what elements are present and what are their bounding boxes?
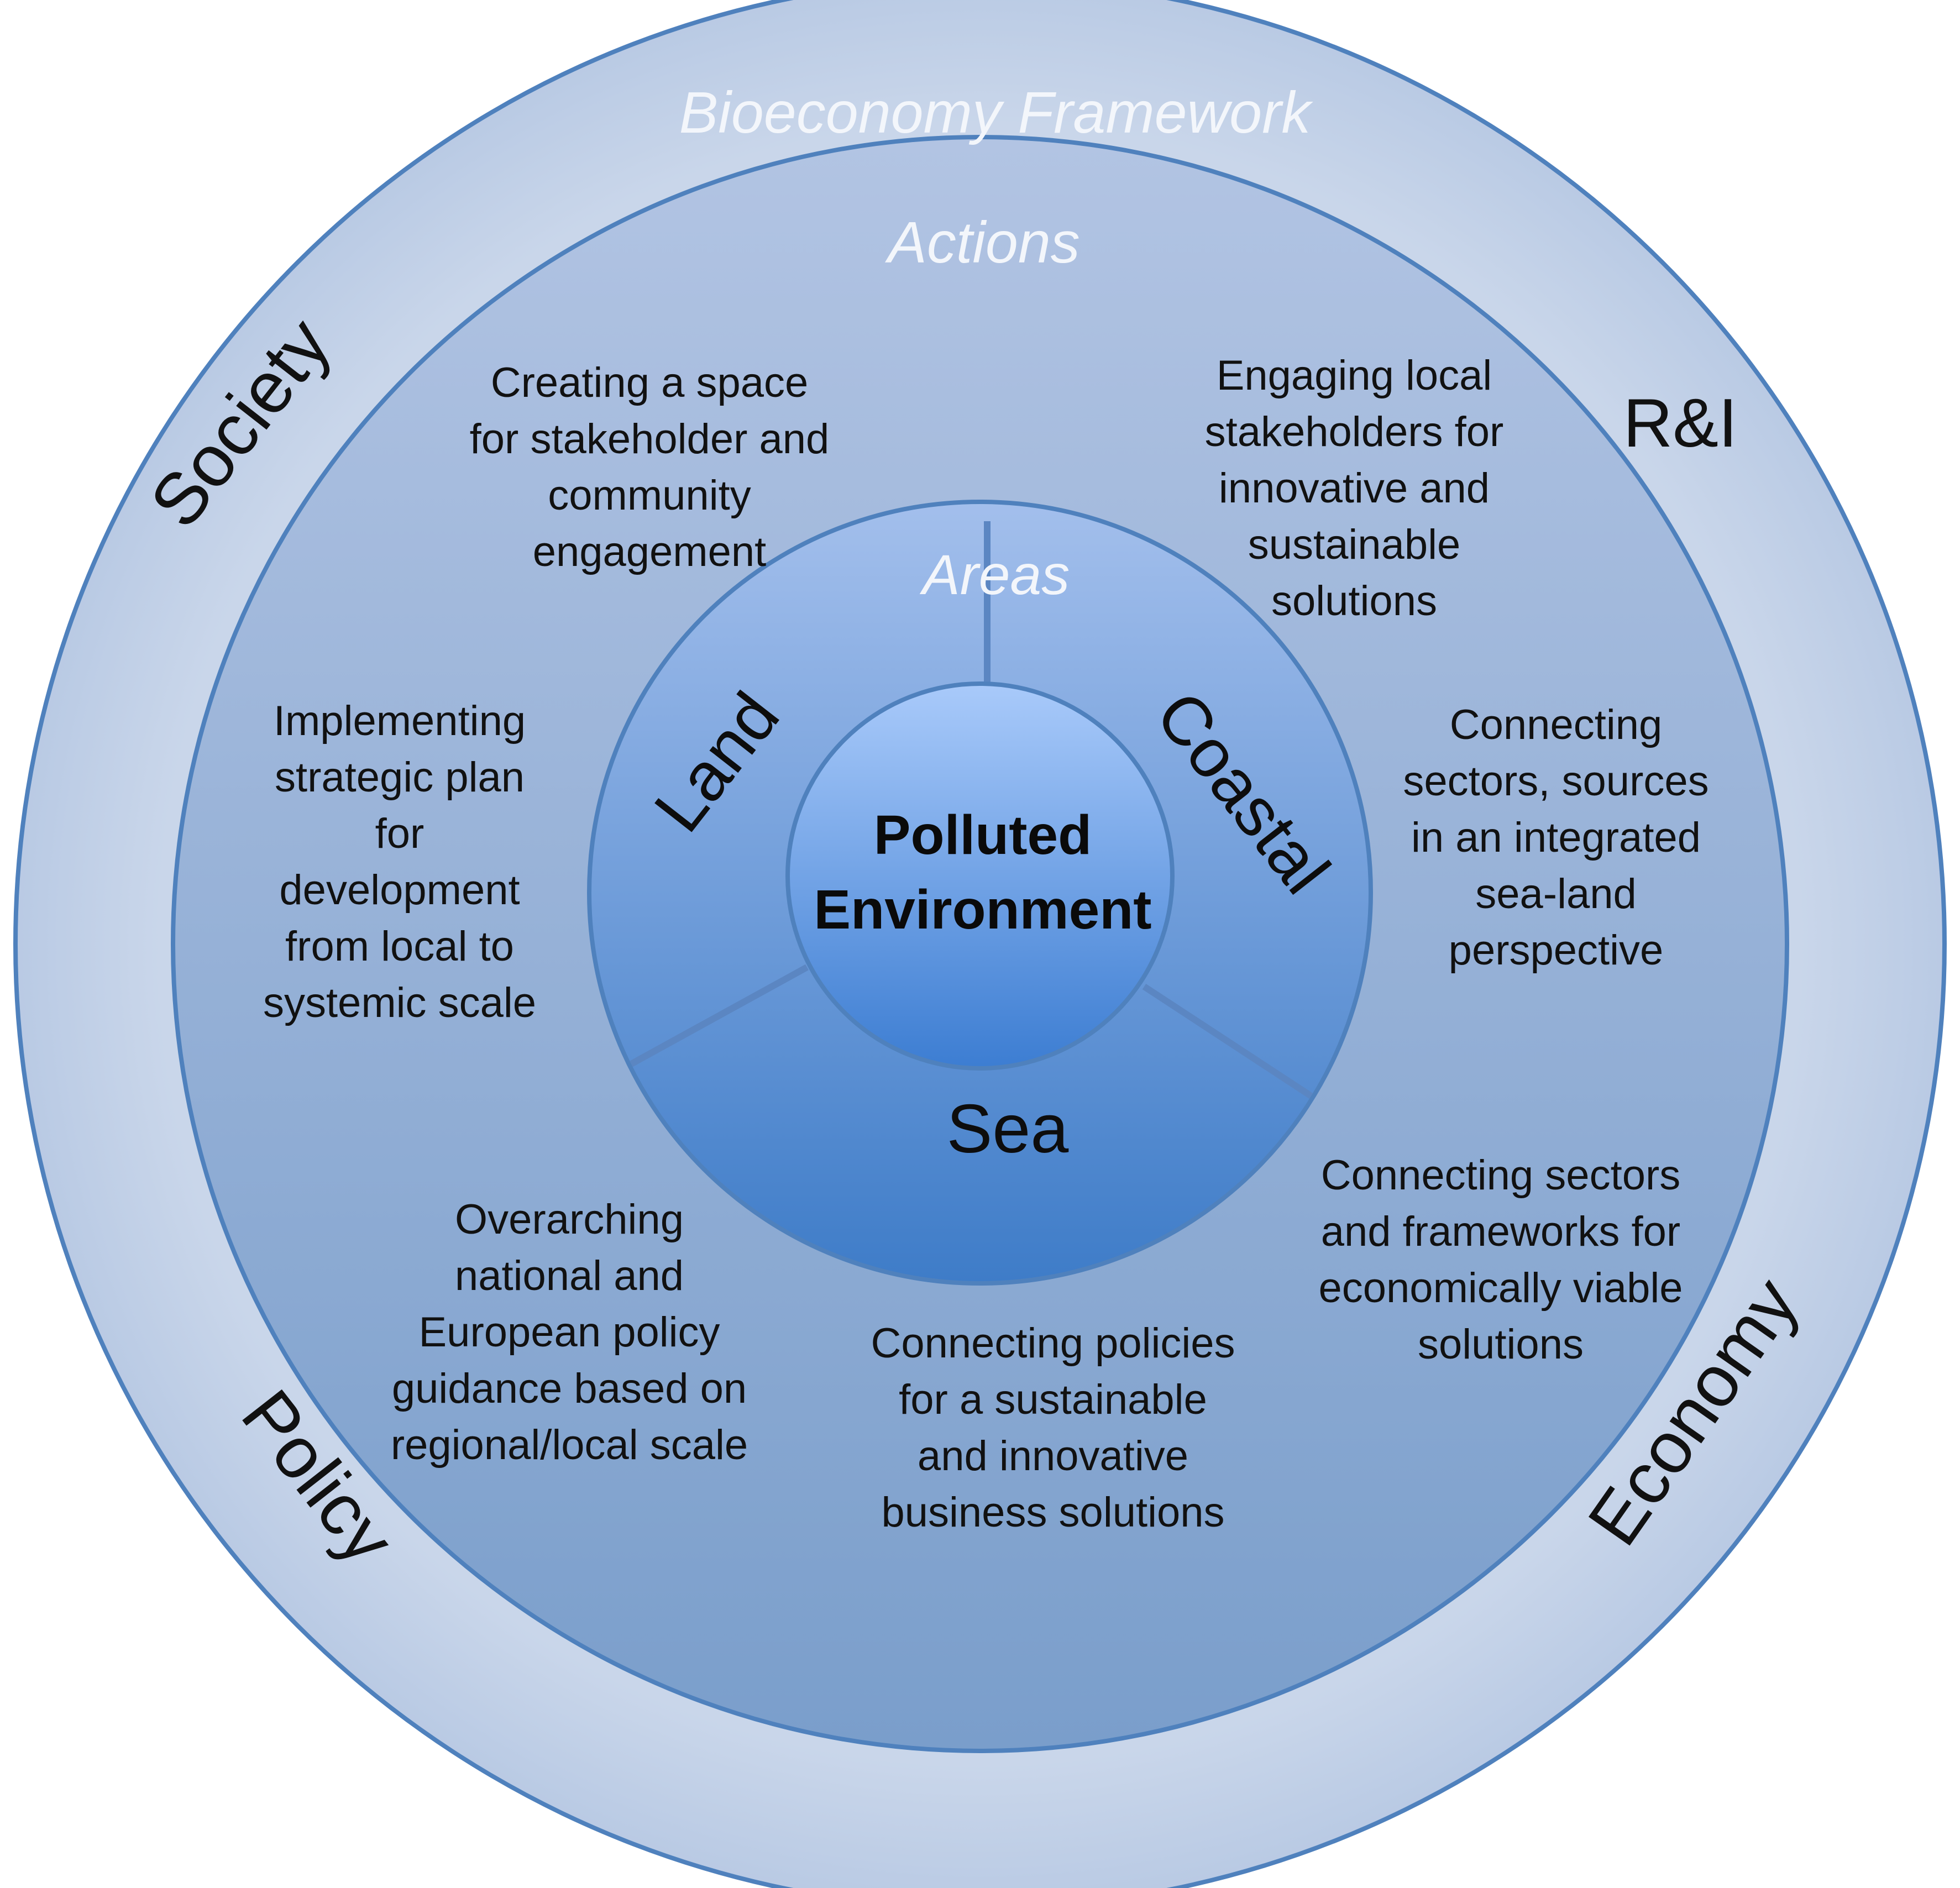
action-line: and innovative [918, 1433, 1188, 1480]
core-circle [785, 681, 1175, 1071]
framework-title: Bioeconomy Framework [679, 80, 1314, 145]
action-line: development [279, 867, 520, 914]
action-line: community [548, 472, 751, 519]
action-line: European policy [418, 1309, 720, 1356]
action-line: solutions [1271, 578, 1437, 625]
action-line: Connecting sectors [1321, 1152, 1681, 1199]
action-line: stakeholders for [1205, 408, 1504, 455]
action-line: in an integrated [1411, 814, 1701, 861]
action-line: for a sustainable [899, 1376, 1207, 1423]
action-business-solutions: Connecting policies for a sustainable an… [871, 1320, 1235, 1536]
area-sea: Sea [947, 1091, 1069, 1167]
core-line-2: Environment [814, 879, 1151, 941]
action-line: Implementing [274, 697, 526, 744]
pillar-ri: R&I [1623, 385, 1738, 461]
divider-land-sea [630, 964, 809, 1067]
action-line: systemic scale [263, 979, 536, 1026]
action-line: strategic plan [275, 754, 525, 801]
action-line: Overarching [455, 1196, 684, 1243]
action-policy-guidance: Overarching national and European policy… [391, 1196, 748, 1469]
action-line: from local to [285, 923, 514, 970]
action-sea-land-perspective: Connecting sectors, sources in an integr… [1403, 701, 1709, 974]
action-line: solutions [1418, 1321, 1584, 1368]
action-line: business solutions [881, 1489, 1224, 1536]
action-line: Connecting policies [871, 1320, 1235, 1367]
action-line: guidance based on [392, 1365, 747, 1412]
action-line: sustainable [1248, 521, 1461, 568]
action-line: for [375, 810, 425, 857]
action-line: for stakeholder and [470, 416, 830, 463]
core-line-1: Polluted [874, 804, 1092, 866]
action-engaging-stakeholders: Engaging local stakeholders for innovati… [1205, 352, 1504, 625]
action-line: sea-land [1475, 870, 1637, 917]
action-line: engagement [533, 528, 767, 575]
action-line: Creating a space [491, 359, 809, 406]
action-line: regional/local scale [391, 1422, 748, 1469]
action-line: national and [455, 1252, 684, 1299]
action-line: and frameworks for [1321, 1208, 1680, 1255]
divider-coastal-sea [1142, 983, 1313, 1099]
action-line: sectors, sources [1403, 758, 1709, 805]
action-line: perspective [1449, 927, 1664, 974]
action-line: Connecting [1450, 701, 1663, 748]
action-economic-solutions: Connecting sectors and frameworks for ec… [1319, 1152, 1683, 1368]
action-line: Engaging local [1217, 352, 1492, 399]
action-stakeholder-space: Creating a space for stakeholder and com… [470, 359, 830, 575]
action-line: innovative and [1219, 465, 1490, 512]
action-strategic-plan: Implementing strategic plan for developm… [263, 697, 536, 1026]
action-line: economically viable [1319, 1265, 1683, 1312]
actions-title: Actions [884, 210, 1080, 275]
areas-title: Areas [919, 543, 1070, 606]
